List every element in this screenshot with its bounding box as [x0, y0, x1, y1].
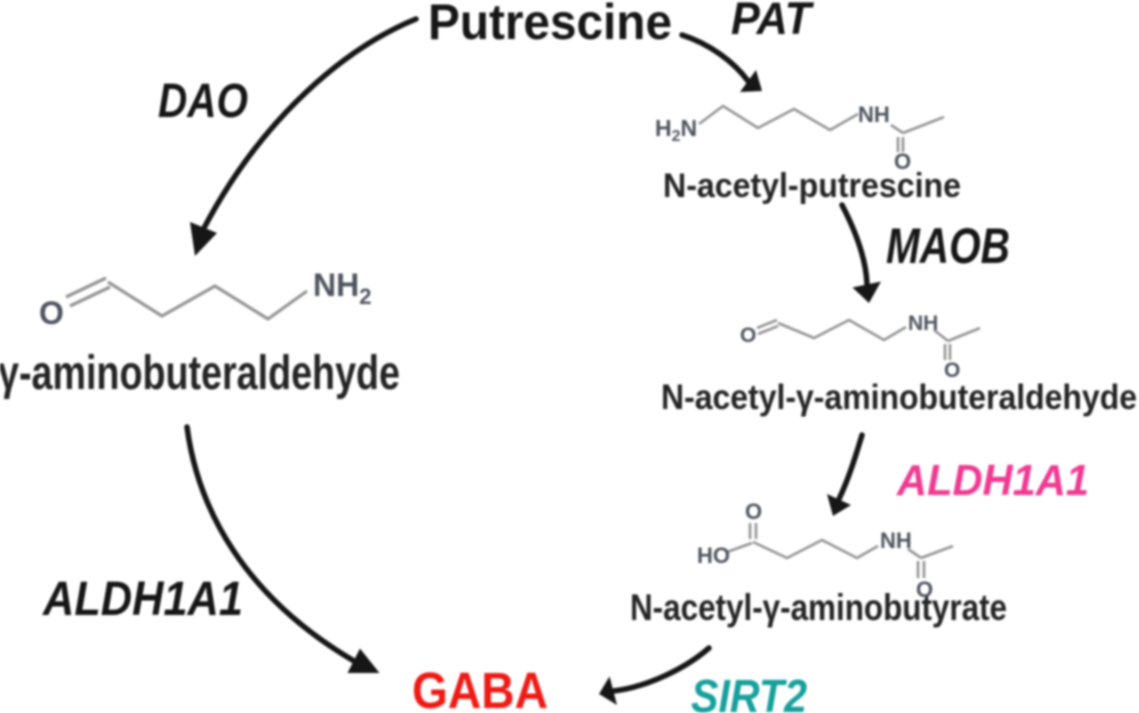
- svg-text:γ-aminobuteraldehyde: γ-aminobuteraldehyde: [0, 347, 400, 400]
- svg-text:MAOB: MAOB: [886, 218, 1010, 274]
- svg-text:N-acetyl-γ-aminobuteraldehyde: N-acetyl-γ-aminobuteraldehyde: [661, 378, 1137, 417]
- svg-text:ALDH1A1: ALDH1A1: [896, 456, 1089, 505]
- svg-text:O: O: [894, 149, 911, 174]
- svg-text:NH: NH: [908, 312, 938, 335]
- svg-text:HO: HO: [697, 543, 730, 568]
- svg-text:O: O: [740, 324, 756, 347]
- svg-text:NH: NH: [880, 528, 912, 553]
- svg-text:O: O: [916, 577, 933, 602]
- svg-text:PAT: PAT: [731, 0, 814, 44]
- svg-text:SIRT2: SIRT2: [691, 670, 807, 713]
- svg-text:DAO: DAO: [158, 75, 248, 128]
- svg-text:O: O: [745, 499, 762, 524]
- svg-text:O: O: [944, 359, 960, 382]
- svg-text:GABA: GABA: [412, 662, 548, 713]
- svg-text:N-acetyl-putrescine: N-acetyl-putrescine: [663, 167, 961, 205]
- svg-text:NH: NH: [858, 102, 890, 127]
- svg-text:ALDH1A1: ALDH1A1: [42, 573, 243, 626]
- svg-text:Putrescine: Putrescine: [428, 0, 672, 50]
- svg-text:N-acetyl-γ-aminobutyrate: N-acetyl-γ-aminobutyrate: [630, 587, 1007, 628]
- svg-text:O: O: [39, 295, 64, 331]
